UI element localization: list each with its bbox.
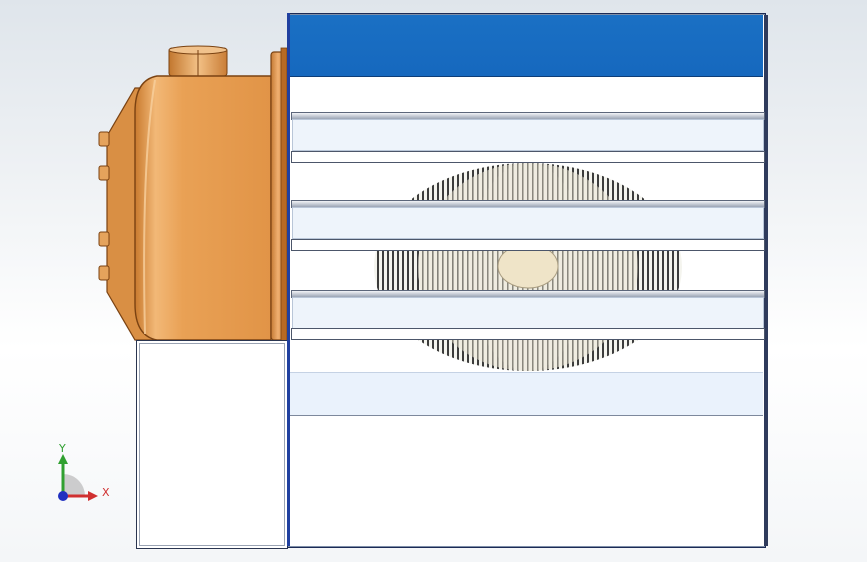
motor-housing[interactable] xyxy=(95,44,295,344)
cabinet-top-band[interactable] xyxy=(289,15,763,77)
left-enclosure[interactable] xyxy=(136,340,288,549)
x-axis-label: X xyxy=(102,486,110,499)
axis-triad[interactable]: Y X xyxy=(50,440,120,510)
y-axis-arrow xyxy=(58,454,68,496)
fan-grille[interactable] xyxy=(372,160,684,375)
y-axis-label: Y xyxy=(58,442,66,455)
cabinet-right-rail xyxy=(764,15,768,546)
cabinet-lower-band[interactable] xyxy=(290,372,763,416)
terminal-cap[interactable] xyxy=(168,45,228,77)
cabinet-left-edge xyxy=(287,13,290,546)
origin-dot xyxy=(58,491,68,501)
